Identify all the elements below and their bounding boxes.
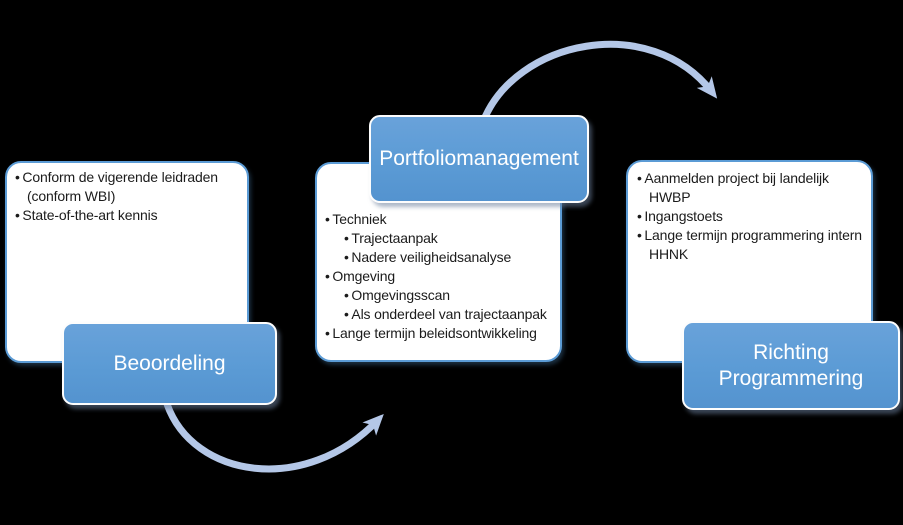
list-item: Omgevingsscan — [344, 286, 554, 305]
arrow-portfoliomanagement-to-richting-programmering — [479, 40, 718, 124]
list-item: Conform de vigerende leidraden (conform … — [15, 168, 239, 206]
list-item: Ingangstoets — [637, 207, 865, 226]
beoordeling-item-list: Conform de vigerende leidraden (conform … — [15, 168, 239, 225]
list-item: Techniek — [325, 210, 554, 229]
arrow-beoordeling-to-portfoliomanagement — [163, 402, 384, 473]
list-item: Als onderdeel van trajectaanpak — [344, 305, 554, 324]
list-item: State-of-the-art kennis — [15, 206, 239, 225]
list-item: Nadere veiligheidsanalyse — [344, 248, 554, 267]
list-item: Lange termijn beleidsontwikkeling — [325, 324, 554, 343]
stage-label-richting-programmering: Richting Programmering — [682, 321, 900, 410]
list-item: Aanmelden project bij landelijk HWBP — [637, 169, 865, 207]
stage-label-portfoliomanagement: Portfoliomanagement — [369, 115, 589, 203]
list-item: Omgeving — [325, 267, 554, 286]
richting-programmering-item-list: Aanmelden project bij landelijk HWBPInga… — [637, 169, 865, 264]
stage-label-beoordeling: Beoordeling — [62, 322, 277, 405]
list-item: Lange termijn programmering intern HHNK — [637, 226, 865, 264]
portfoliomanagement-item-list: TechniekTrajectaanpakNadere veiligheidsa… — [325, 210, 554, 343]
list-item: Trajectaanpak — [344, 229, 554, 248]
